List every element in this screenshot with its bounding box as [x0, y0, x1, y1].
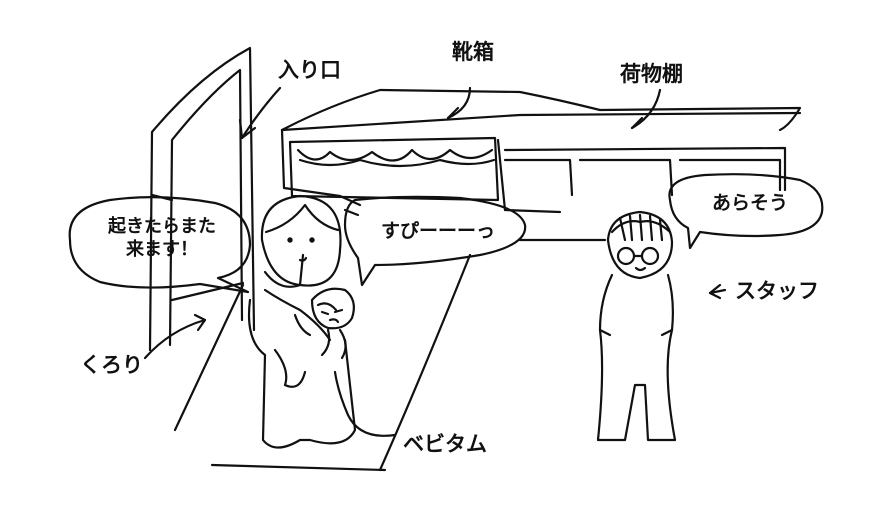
baby-speech-bubble: [343, 195, 527, 287]
mother-speech-text: 起きたらまた 来ます！: [82, 216, 242, 261]
entrance-door-drawing: [148, 46, 256, 352]
staff-speech-bubble: [668, 173, 824, 250]
kurori-label: くろり: [80, 353, 143, 377]
staff-label: スタッフ: [735, 279, 819, 303]
mother-speech-bubble: [68, 196, 252, 294]
shoe-box-label: 靴箱: [452, 40, 494, 64]
shoe-box-drawing: [280, 88, 802, 242]
floor-lines: [173, 253, 472, 472]
baby-label: ベビタム: [403, 432, 487, 456]
label-pointers: [143, 86, 727, 437]
baby-speech-text: すぴーーーっ: [380, 220, 495, 242]
mother-speech-line2: 来ます！: [126, 238, 198, 260]
mother-speech-line1: 起きたらまた: [108, 216, 216, 237]
baby-figure: [293, 287, 355, 360]
luggage-shelf-label: 荷物棚: [620, 62, 683, 86]
mother-figure: [247, 194, 357, 449]
entrance-label: 入り口: [278, 58, 341, 82]
staff-figure: [596, 210, 677, 442]
staff-speech-text: あらそう: [711, 192, 788, 214]
